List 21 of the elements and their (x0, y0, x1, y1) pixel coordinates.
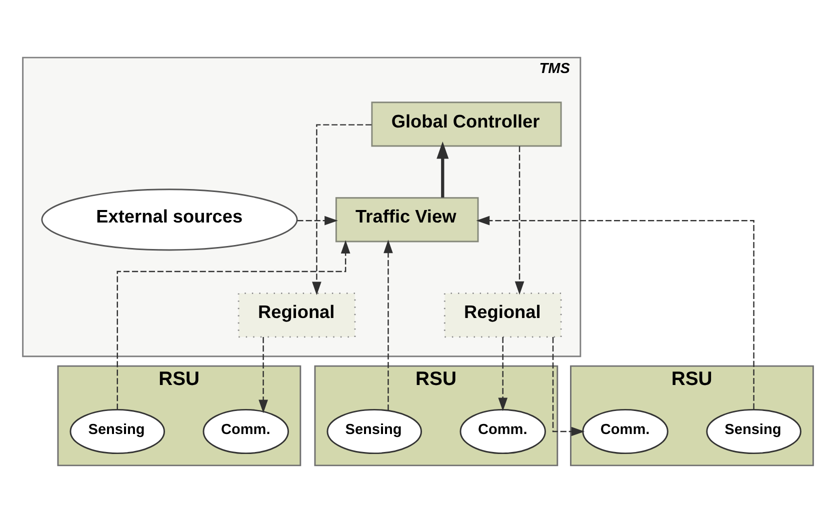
arrow (498, 336, 508, 411)
arrow (384, 239, 393, 410)
arrow (297, 215, 338, 225)
node-ellipse: Comm. (460, 408, 546, 454)
node-ellipse: Sensing (70, 408, 166, 454)
node-box: Traffic View (335, 196, 479, 242)
node-box: Regional (444, 292, 562, 338)
node-ellipse: Comm. (582, 408, 668, 454)
arrow (514, 146, 524, 294)
arrow (116, 240, 350, 410)
node-ellipse: External sources (41, 188, 298, 250)
arrow (312, 124, 372, 295)
arrow (476, 215, 754, 409)
node-box: Regional (238, 292, 356, 338)
arrow (552, 336, 585, 436)
node-ellipse: Comm. (202, 408, 289, 454)
arrow (258, 336, 268, 413)
node-ellipse: Sensing (326, 408, 422, 454)
node-ellipse: Sensing (706, 408, 802, 454)
arrow (436, 140, 449, 198)
node-box: Global Controller (371, 101, 562, 146)
